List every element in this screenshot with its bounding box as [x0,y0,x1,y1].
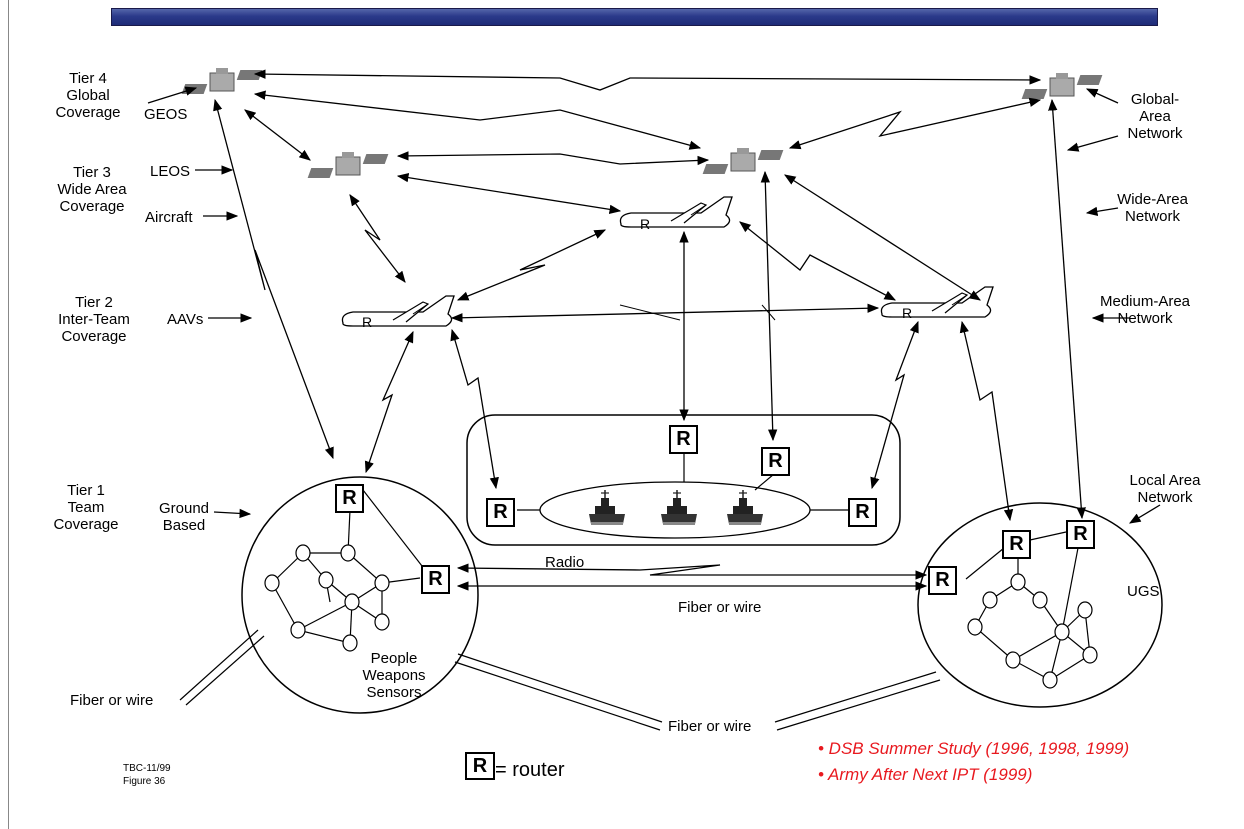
footer-figure: Figure 36 [123,776,165,788]
tier1-label: Tier 1 Team Coverage [38,482,134,533]
geos-satellite-right [1022,73,1103,99]
svg-text:R: R [640,216,650,232]
tier4-label: Tier 4 Global Coverage [48,70,128,121]
footer-code: TBC-11/99 [123,763,171,775]
router-left-top: R [335,484,364,513]
router-left-right: R [421,565,450,594]
leos-satellite-right [703,148,784,174]
tier2-label: Tier 2 Inter-Team Coverage [46,294,142,345]
leos-satellite-left [308,152,389,178]
global-area-network-label: Global- Area Network [1110,91,1200,142]
legend-router-box: R [465,752,495,780]
ship-3 [727,490,763,525]
fiber-center-label: Fiber or wire [678,599,761,616]
router-naval-right-top: R [761,447,790,476]
people-weapons-sensors-label: People Weapons Sensors [352,650,436,701]
source-1: • DSB Summer Study (1996, 1998, 1999) [818,739,1129,759]
aav-left [342,296,454,326]
router-naval-right: R [848,498,877,527]
geos-satellite-left [182,68,263,94]
aircraft-center [620,197,732,227]
fiber-bottom-label: Fiber or wire [668,718,751,735]
fiber-lines [180,630,940,730]
ship-1 [589,490,625,525]
ground-based-label: Ground Based [148,500,220,534]
legend-router-text: = router [495,759,564,781]
source-2: • Army After Next IPT (1999) [818,765,1032,785]
fiber-left-label: Fiber or wire [70,692,153,709]
ship-2 [661,490,697,525]
leos-label: LEOS [150,163,190,180]
router-right-top-right: R [1066,520,1095,549]
svg-text:R: R [362,314,372,330]
router-naval-top: R [669,425,698,454]
router-right-left: R [928,566,957,595]
aav-right [881,287,993,317]
medium-area-network-label: Medium-Area Network [1085,293,1205,327]
local-area-network-label: Local Area Network [1115,472,1215,506]
tier3-label: Tier 3 Wide Area Coverage [44,164,140,215]
aircraft-label: Aircraft [145,209,193,226]
svg-text:R: R [902,305,912,321]
router-right-top-left: R [1002,530,1031,559]
aavs-label: AAVs [167,311,203,328]
ugs-label: UGS [1127,583,1160,600]
radio-label: Radio [545,554,584,571]
router-naval-left: R [486,498,515,527]
geos-label: GEOS [144,106,187,123]
wide-area-network-label: Wide-Area Network [1100,191,1205,225]
